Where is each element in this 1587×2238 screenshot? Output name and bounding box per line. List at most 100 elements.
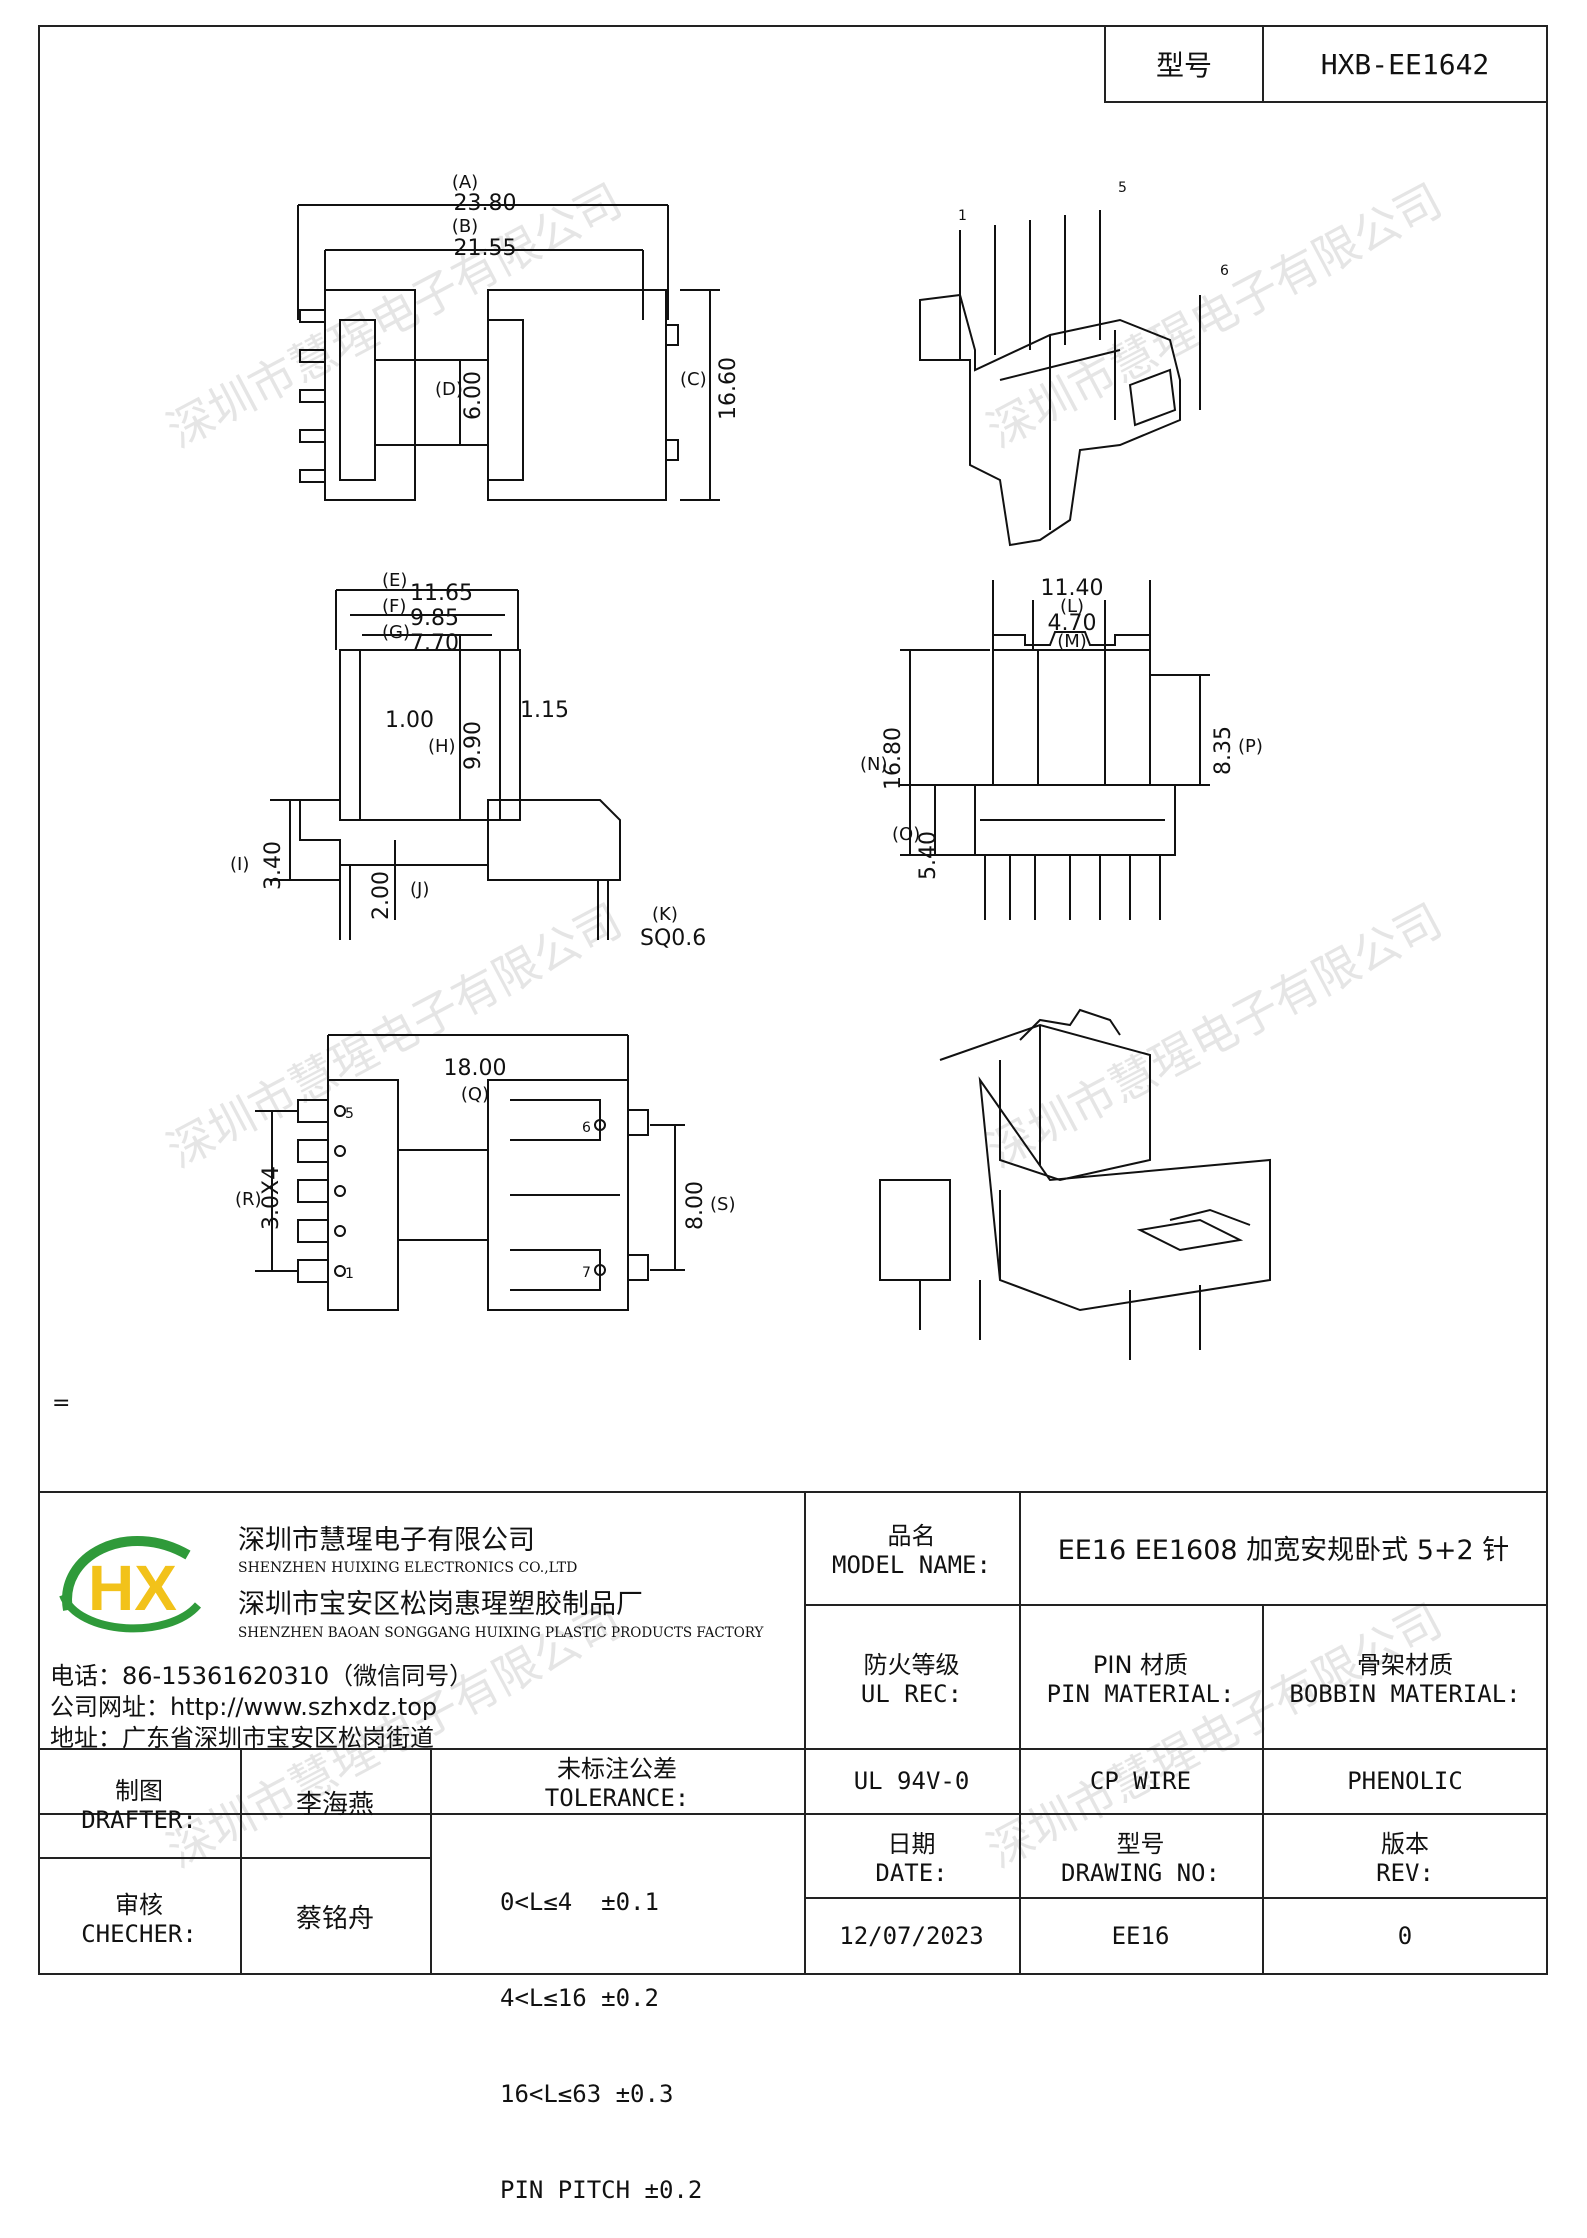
front-view <box>900 580 1210 920</box>
drafter-en: DRAFTER: <box>81 1806 197 1834</box>
dim-width-value: 11.40 <box>1041 576 1104 601</box>
pin-1-label: 1 <box>345 1266 354 1282</box>
ul-rec-en: UL REC: <box>860 1679 963 1708</box>
drawing-no-en: DRAWING NO: <box>1061 1858 1220 1887</box>
dim-k-tag: (K) <box>652 904 678 925</box>
model-name-value: EE16 EE1608 加宽安规卧式 5+2 针 <box>1019 1491 1548 1604</box>
pin-7-label: 7 <box>582 1265 591 1281</box>
dim-o-value: 5.40 <box>916 831 941 880</box>
drafter-name-text: 李海燕 <box>295 1790 374 1820</box>
model-name-label: 品名 MODEL NAME: <box>804 1491 1019 1604</box>
ul-value: UL 94V-0 <box>804 1748 1019 1813</box>
drawing-no-label: 型号 DRAWING NO: <box>1019 1813 1262 1897</box>
dim-n-tag: (N) <box>860 754 888 775</box>
factory-name-cn: 深圳市宝安区松岗惠瑆塑胶制品厂 <box>238 1589 643 1620</box>
iso-pin-1-label: 1 <box>958 208 967 224</box>
titleblock-line <box>38 1748 1548 1750</box>
date-label: 日期 DATE: <box>804 1813 1019 1897</box>
logo-letters: HX <box>88 1552 177 1624</box>
note-mark: = <box>52 1391 70 1416</box>
checker-name: 蔡铭舟 <box>240 1857 430 1975</box>
dim-r-tag: (R) <box>235 1189 262 1210</box>
isometric-view-top <box>919 210 1201 547</box>
bottom-view <box>255 1034 685 1311</box>
dim-s-tag: (S) <box>710 1194 735 1215</box>
titleblock-vline <box>804 1491 806 1975</box>
company-address: 地址：广东省深圳市宝安区松岗街道 <box>50 1724 434 1752</box>
pin-material-en: PIN MATERIAL: <box>1046 1679 1235 1708</box>
dim-l-tag: (L) <box>1060 596 1084 617</box>
dim-j-tag: (J) <box>410 879 429 900</box>
titleblock-vline <box>430 1748 432 1975</box>
tolerance-en: TOLERANCE: <box>544 1784 690 1812</box>
date-value: 12/07/2023 <box>804 1897 1019 1975</box>
dim-l-value: 4.70 <box>1048 611 1097 636</box>
dim-n-value: 16.80 <box>881 727 906 790</box>
tolerance-label: 未标注公差 TOLERANCE: <box>430 1748 804 1813</box>
dim-b-tag: (B) <box>452 216 478 237</box>
checker-cn: 审核 <box>115 1890 163 1919</box>
factory-name-en: SHENZHEN BAOAN SONGGANG HUIXING PLASTIC … <box>238 1625 764 1641</box>
dim-gap-right: 1.15 <box>520 698 569 723</box>
bobbin-material-cn: 骨架材质 <box>1357 1650 1453 1679</box>
pin-material-value: CP WIRE <box>1019 1748 1262 1813</box>
dim-g-value: 7.70 <box>410 631 459 656</box>
rev-value-text: 0 <box>1397 1922 1413 1950</box>
titleblock-line <box>804 1897 1548 1899</box>
dim-g-tag: (G) <box>382 622 410 643</box>
side-view <box>270 589 621 940</box>
dim-s-value: 8.00 <box>683 1181 708 1230</box>
tolerance-line: PIN PITCH ±0.2 <box>500 2176 703 2204</box>
dim-h-tag: (H) <box>428 736 456 757</box>
titleblock-line <box>38 1857 430 1859</box>
dim-gap-left: 1.00 <box>385 708 434 733</box>
bobbin-material-value: PHENOLIC <box>1262 1748 1548 1813</box>
dim-i-value: 3.40 <box>261 841 286 890</box>
tolerance-cn: 未标注公差 <box>557 1755 677 1783</box>
dim-c-value: 16.60 <box>716 357 741 420</box>
dim-h-value: 9.90 <box>461 721 486 770</box>
tolerance-line: 0<L≤4 ±0.1 <box>500 1888 659 1916</box>
date-cn: 日期 <box>887 1829 936 1858</box>
checker-name-text: 蔡铭舟 <box>295 1903 374 1934</box>
dim-e-value: 11.65 <box>410 581 473 606</box>
ul-rec-label: 防火等级 UL REC: <box>804 1604 1019 1748</box>
pin-material-cn: PIN 材质 <box>1092 1650 1189 1679</box>
rev-label: 版本 REV: <box>1262 1813 1548 1897</box>
dim-r-value: 3.0X4 <box>259 1166 284 1230</box>
iso-pin-6-label: 6 <box>1220 263 1229 279</box>
company-website: 公司网址：http://www.szhxdz.top <box>50 1693 438 1721</box>
pin-5-label: 5 <box>345 1106 354 1122</box>
drawing-no-cn: 型号 <box>1116 1829 1165 1858</box>
date-value-text: 12/07/2023 <box>839 1922 984 1950</box>
titleblock-line <box>804 1604 1548 1606</box>
dim-j-value: 2.00 <box>369 871 394 920</box>
model-name-value-text: EE16 EE1608 加宽安规卧式 5+2 针 <box>1057 1535 1510 1566</box>
dim-a-value: 23.80 <box>454 191 517 216</box>
company-name-cn: 深圳市慧瑆电子有限公司 <box>238 1525 535 1556</box>
titleblock-vline <box>240 1748 242 1975</box>
titleblock-vline <box>1262 1604 1264 1975</box>
rev-en: REV: <box>1376 1858 1434 1887</box>
drafter-cn: 制图 <box>115 1777 163 1805</box>
dim-e-tag: (E) <box>382 570 407 591</box>
dim-k-value: SQ0.6 <box>640 926 706 951</box>
dim-d-value: 6.00 <box>461 371 486 420</box>
ul-value-text: UL 94V-0 <box>853 1766 970 1795</box>
titleblock-top-line <box>38 1491 1548 1493</box>
tolerance-table: 0<L≤4 ±0.1 4<L≤16 ±0.2 16<L≤63 ±0.3 PIN … <box>500 1822 702 2238</box>
date-en: DATE: <box>875 1858 948 1887</box>
pin-6-label: 6 <box>582 1120 591 1136</box>
dim-f-tag: (F) <box>382 596 406 617</box>
dim-m-tag: (M) <box>1057 631 1087 652</box>
header-model-label: 型号 <box>1104 25 1264 103</box>
tolerance-line: 16<L≤63 ±0.3 <box>500 2080 674 2108</box>
dim-a-tag: (A) <box>452 172 478 193</box>
dim-q-tag: (Q) <box>461 1084 489 1105</box>
rev-value: 0 <box>1262 1897 1548 1975</box>
drawing-no-value: EE16 <box>1019 1897 1262 1975</box>
dim-p-value: 8.35 <box>1211 726 1236 775</box>
checker-label: 审核 CHECHER: <box>38 1857 240 1975</box>
dim-d-tag: (D) <box>435 379 463 400</box>
titleblock-vline <box>1019 1491 1021 1975</box>
